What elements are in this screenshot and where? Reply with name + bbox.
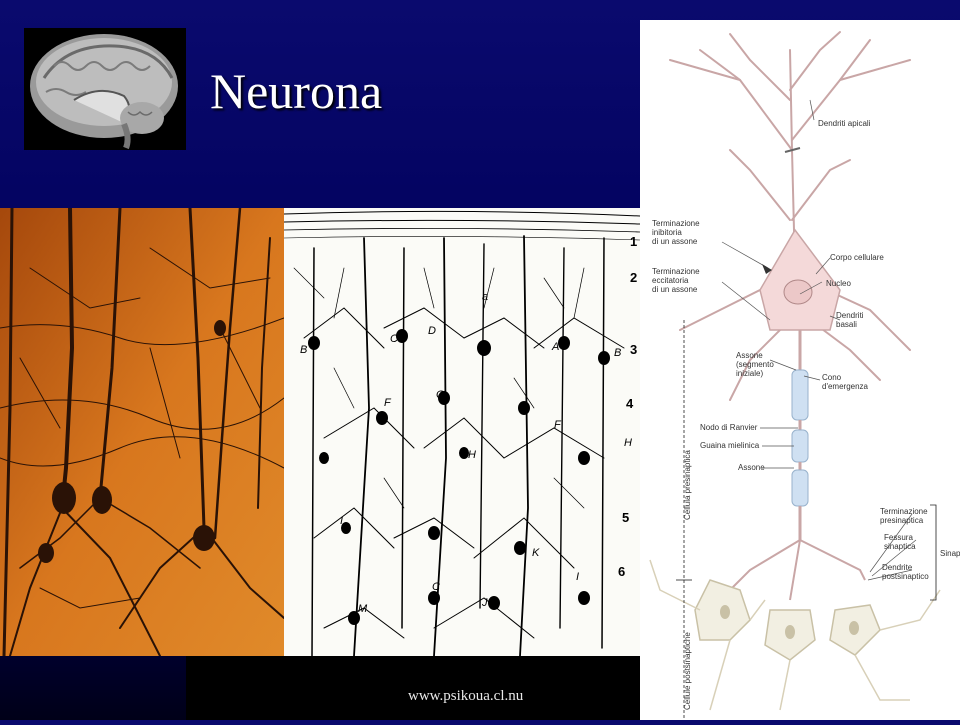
label-axon: Assone — [738, 463, 765, 472]
label-nucleus: Nucleo — [826, 279, 851, 288]
cell-label: I — [340, 515, 343, 527]
label-postsynaptic-dendrite: postsinaptico — [882, 572, 929, 581]
label-excitatory-terminal: Terminazione — [652, 267, 700, 276]
cell-label: H — [468, 449, 476, 461]
cell-label: C — [432, 581, 440, 593]
label-presynaptic-terminal: presinaptica — [880, 516, 924, 525]
layer-6-label: 6 — [618, 564, 625, 579]
label-excitatory-terminal: di un assone — [652, 285, 698, 294]
cell-label: H — [624, 437, 632, 449]
label-excitatory-terminal: eccitatoria — [652, 276, 689, 285]
label-synapse: Sinap — [940, 549, 960, 558]
cell-label: G — [436, 389, 445, 401]
label-ranvier: Nodo di Ranvier — [700, 423, 758, 432]
layer-3-label: 3 — [630, 342, 637, 357]
cell-label: I — [576, 571, 579, 583]
footer-url: www.psikoua.cl.nu — [408, 688, 524, 704]
cell-label: A — [551, 341, 559, 353]
label-apical-dendrites: Dendriti apicali — [818, 119, 871, 128]
layer-1-label: 1 — [630, 234, 637, 249]
layer-5-label: 5 — [622, 510, 629, 525]
label-axon-hillock: Cono — [822, 373, 842, 382]
label-synaptic-cleft: Fessura — [884, 533, 913, 542]
layer-2-label: 2 — [630, 270, 637, 285]
cell-label: C — [390, 333, 398, 345]
cortex-layers-drawing: 1 2 3 4 5 6 a B C D A B F G F H H I K C … — [283, 208, 641, 657]
cell-label: a — [482, 291, 488, 303]
cell-label: D — [428, 325, 436, 337]
label-cell-body: Corpo cellulare — [830, 253, 884, 262]
slide-title: Neurona — [210, 63, 383, 119]
label-axon-initial: iniziale) — [736, 369, 763, 378]
label-inhibitory-terminal: di un assone — [652, 237, 698, 246]
neuron-anatomy-diagram: Dendriti apicali Terminazione inibitoria… — [640, 20, 960, 720]
label-myelin: Guaina mielinica — [700, 441, 760, 450]
label-postsynaptic-cells: Cellule postsinaptiche — [683, 632, 692, 710]
cell-label: B — [614, 347, 621, 359]
neuron-stain-photo — [0, 206, 285, 658]
label-presynaptic-cell: Cellula presinaptica — [683, 450, 692, 520]
label-axon-hillock: d'emergenza — [822, 382, 869, 391]
cell-label: M — [358, 603, 368, 615]
label-basal-dendrites: basali — [836, 320, 857, 329]
label-postsynaptic-dendrite: Dendrite — [882, 563, 913, 572]
label-basal-dendrites: Dendriti — [836, 311, 864, 320]
label-inhibitory-terminal: Terminazione — [652, 219, 700, 228]
brain-image — [24, 28, 186, 150]
label-synaptic-cleft: sinaptica — [884, 542, 916, 551]
cell-label: F — [554, 419, 562, 431]
cell-label: B — [300, 344, 307, 356]
label-inhibitory-terminal: inibitoria — [652, 228, 682, 237]
label-axon-initial: Assone — [736, 351, 763, 360]
cell-label: F — [384, 397, 392, 409]
footer-band — [186, 656, 640, 720]
label-axon-initial: (segmento — [736, 360, 774, 369]
label-presynaptic-terminal: Terminazione — [880, 507, 928, 516]
cell-label: K — [532, 547, 540, 559]
layer-4-label: 4 — [626, 396, 634, 411]
cell-label: J — [481, 597, 488, 609]
